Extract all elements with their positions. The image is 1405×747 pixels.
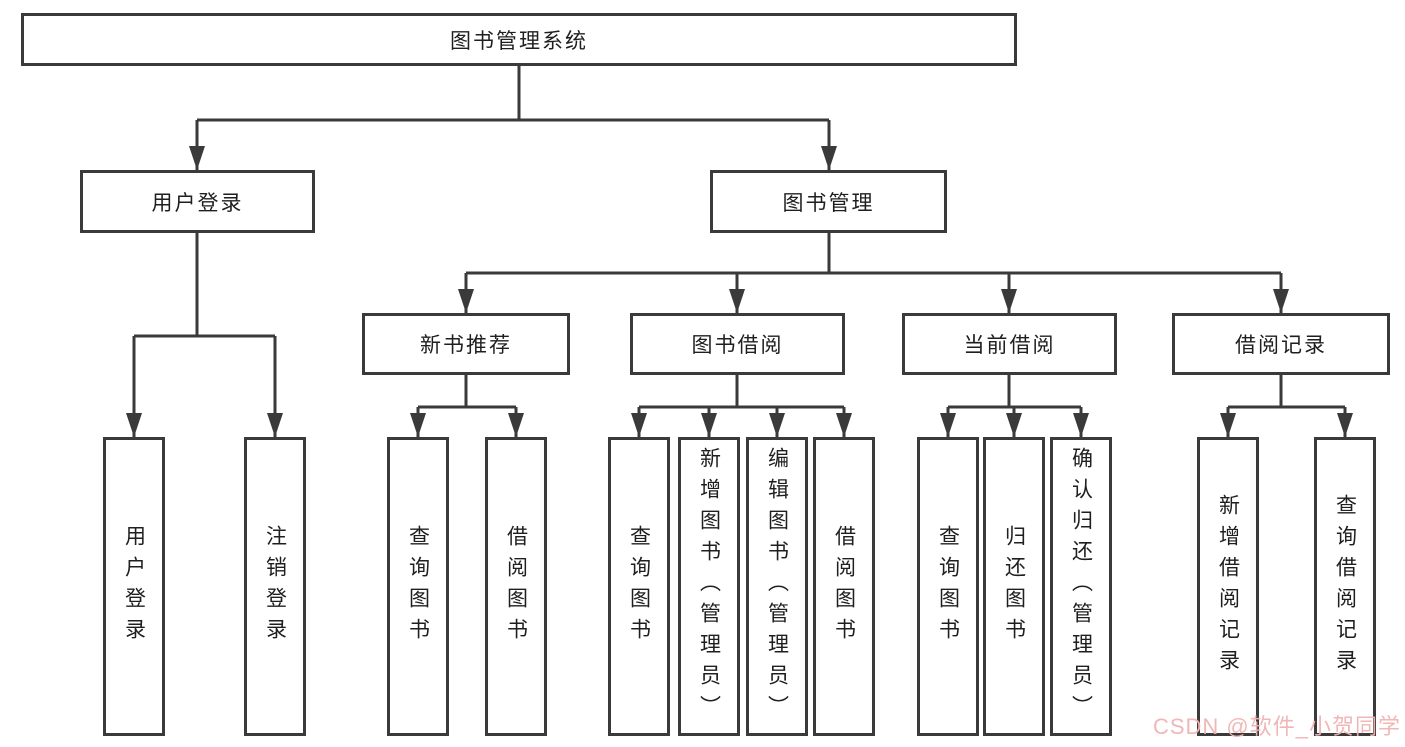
leaf-query-borrow-record: 查询借阅记录	[1314, 437, 1376, 736]
node-borrowing-records: 借阅记录	[1172, 313, 1390, 375]
node-label: 借阅图书	[832, 524, 856, 649]
node-label: 确认归还（管理员）	[1069, 447, 1093, 726]
leaf-query-books-borrowing: 查询图书	[608, 437, 670, 736]
node-label: 归还图书	[1002, 524, 1026, 649]
node-label: 查询图书	[627, 524, 651, 649]
node-label: 查询图书	[936, 524, 960, 649]
node-user-login: 用户登录	[80, 170, 315, 233]
leaf-borrow-books: 借阅图书	[813, 437, 875, 736]
leaf-query-books-current: 查询图书	[917, 437, 979, 736]
node-label: 当前借阅	[963, 334, 1056, 357]
node-new-book-recommend: 新书推荐	[362, 313, 570, 375]
leaf-query-books-recommend: 查询图书	[387, 437, 449, 736]
node-label: 新增借阅记录	[1216, 493, 1240, 680]
node-label: 查询借阅记录	[1333, 493, 1357, 680]
node-label: 编辑图书（管理员）	[765, 447, 789, 726]
node-label: 用户登录	[151, 191, 244, 215]
node-label: 查询图书	[406, 524, 430, 649]
leaf-user-login: 用户登录	[103, 437, 165, 736]
leaf-add-books-admin: 新增图书（管理员）	[678, 437, 740, 736]
node-root: 图书管理系统	[21, 13, 1017, 66]
node-current-borrowing: 当前借阅	[902, 313, 1117, 375]
node-label: 新增图书（管理员）	[697, 447, 721, 726]
node-label: 图书管理	[782, 191, 875, 215]
node-label: 注销登录	[263, 524, 287, 649]
node-label: 新书推荐	[420, 334, 512, 357]
node-book-management: 图书管理	[710, 170, 947, 233]
node-label: 图书借阅	[691, 334, 784, 357]
leaf-edit-books-admin: 编辑图书（管理员）	[746, 437, 808, 736]
node-label: 借阅记录	[1235, 334, 1327, 357]
node-label: 用户登录	[122, 524, 146, 649]
node-book-borrowing: 图书借阅	[630, 313, 845, 375]
leaf-return-books: 归还图书	[983, 437, 1045, 736]
leaf-add-borrow-record: 新增借阅记录	[1197, 437, 1259, 736]
csdn-watermark: CSDN @软件_小贺同学	[1152, 714, 1401, 739]
leaf-borrow-books-recommend: 借阅图书	[485, 437, 547, 736]
node-label: 借阅图书	[504, 524, 528, 649]
leaf-confirm-return-admin: 确认归还（管理员）	[1050, 437, 1112, 736]
node-label: 图书管理系统	[450, 29, 588, 53]
leaf-logout: 注销登录	[244, 437, 306, 736]
